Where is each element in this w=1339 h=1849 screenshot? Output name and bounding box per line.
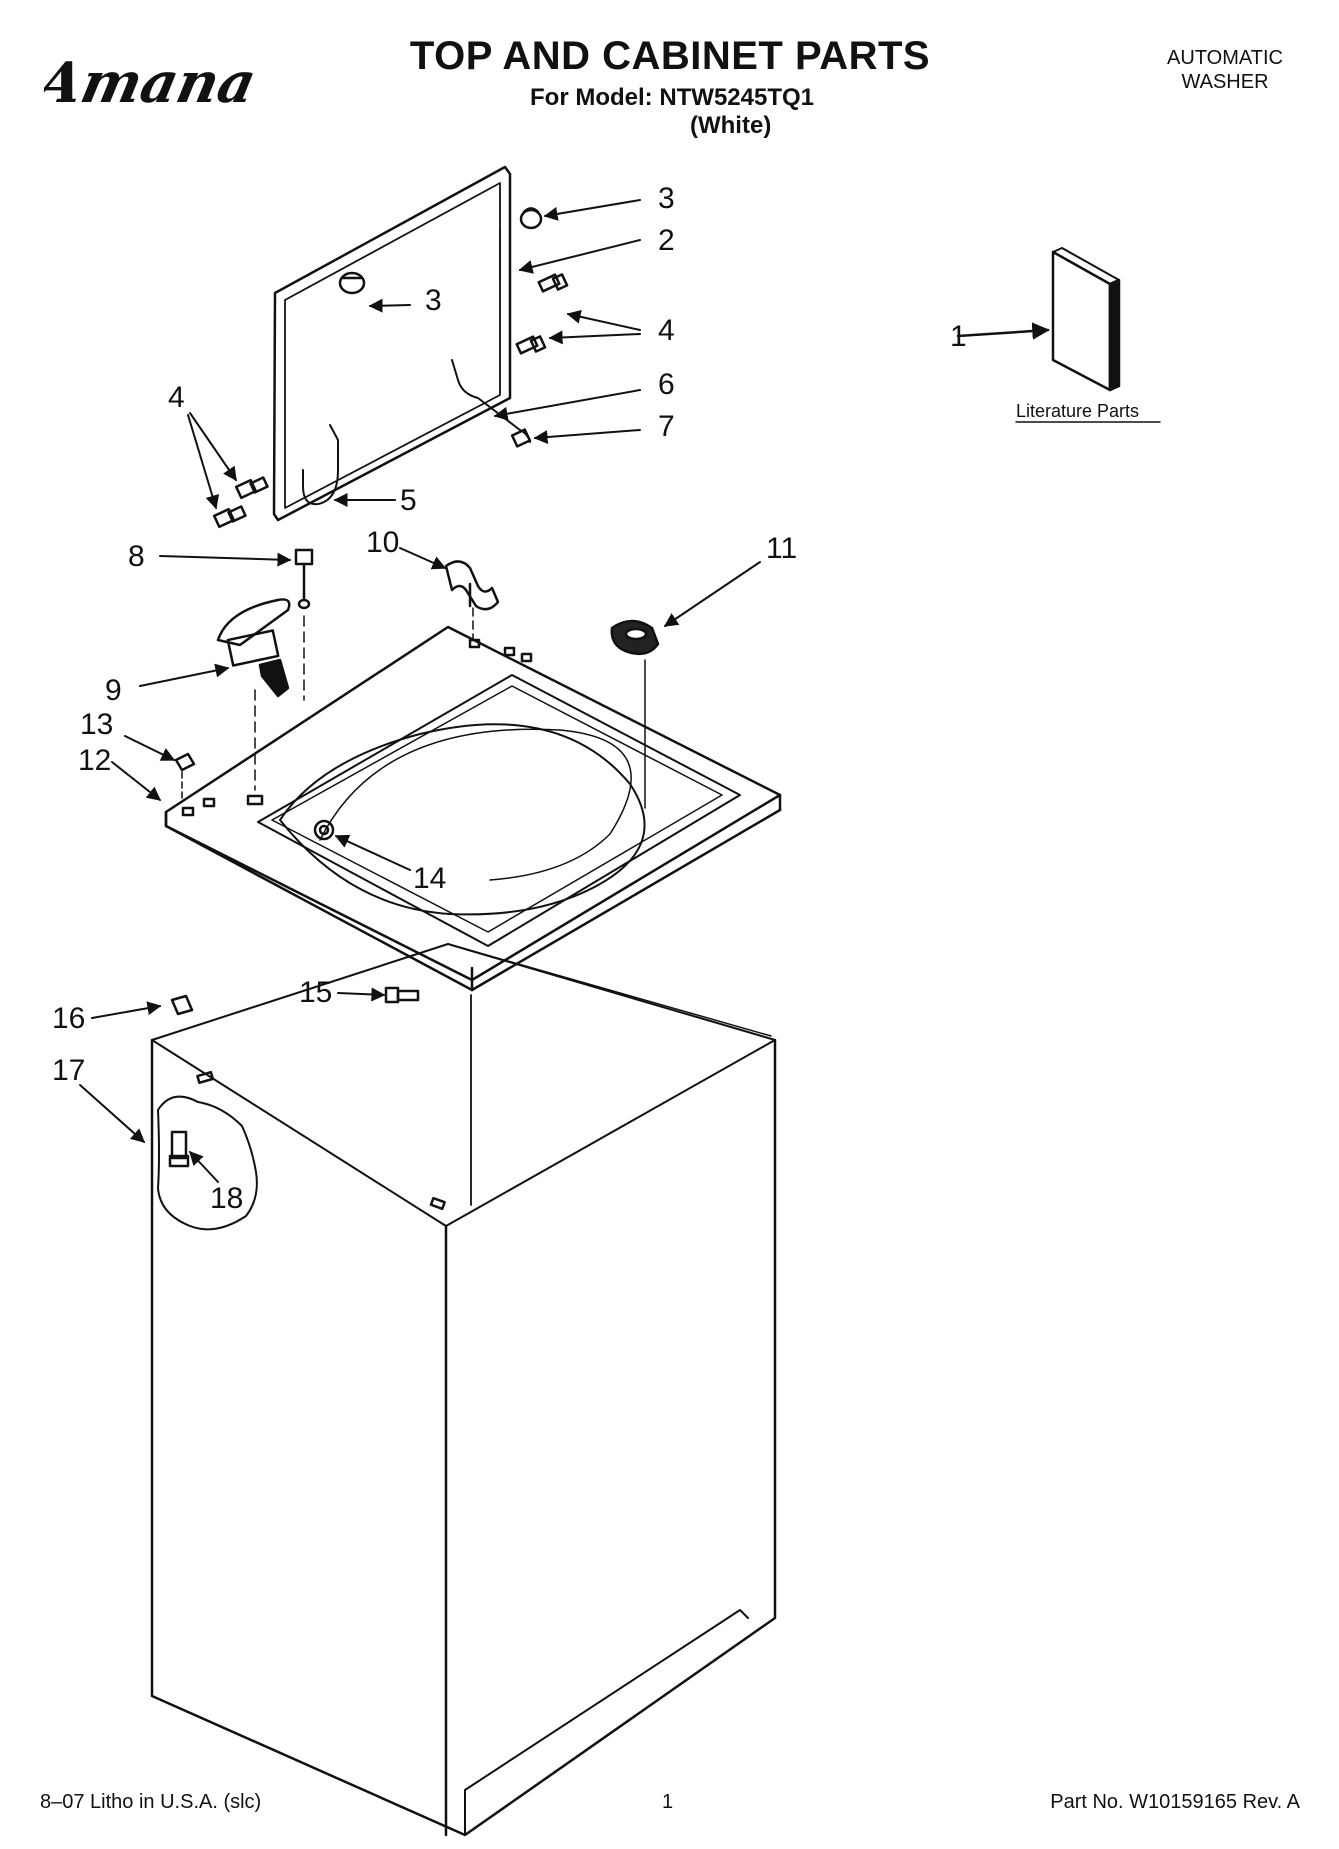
- model-line: For Model: NTW5245TQ1: [530, 84, 815, 111]
- literature-label: Literature Parts: [1016, 401, 1139, 421]
- tub-ring-fastener: [313, 819, 335, 841]
- callout-3-left: 3: [425, 284, 442, 317]
- top-panel: [164, 625, 782, 992]
- hinge-rod-bushing: [510, 428, 532, 448]
- hinge-screw-left-upper: [234, 476, 269, 500]
- callout-4-left: 4: [168, 381, 185, 414]
- callout-4-right: 4: [658, 314, 675, 347]
- hinge-rod-left: [302, 424, 339, 506]
- callout-12: 12: [78, 744, 111, 777]
- page-title: TOP AND CABINET PARTS: [409, 34, 931, 78]
- wire-clip: [444, 560, 500, 611]
- color-line: (White): [690, 112, 772, 139]
- callout-1: 1: [950, 320, 967, 353]
- cabinet-cutaway: [157, 1095, 258, 1231]
- cabinet: [150, 943, 777, 1837]
- callout-5: 5: [400, 484, 417, 517]
- footer-part-number: Part No. W10159165 Rev. A: [1050, 1791, 1300, 1813]
- footer-litho: 8–07 Litho in U.S.A. (slc): [40, 1791, 262, 1813]
- bleach-dispenser-cap: [610, 619, 660, 655]
- footer-page-number: 1: [662, 1791, 674, 1813]
- callout-3-top: 3: [658, 182, 675, 215]
- amana-logo: Amana: [44, 51, 262, 116]
- callout-6: 6: [658, 368, 675, 401]
- callout-11: 11: [766, 532, 797, 565]
- hinge-screw-right-lower: [515, 335, 547, 355]
- callout-15: 15: [299, 976, 332, 1009]
- hinge-rod-right: [451, 359, 531, 443]
- callout-18: 18: [210, 1182, 243, 1215]
- callout-17: 17: [52, 1054, 85, 1087]
- leader-1: [956, 322, 1050, 340]
- lid-frame: [272, 165, 512, 522]
- callout-2: 2: [658, 224, 675, 257]
- hinge-screw-right-upper: [537, 273, 569, 293]
- lid-bumper-top: [519, 207, 543, 230]
- product-type-line-1: AUTOMATIC: [1167, 47, 1283, 69]
- callout-8: 8: [128, 540, 145, 573]
- callout-7: 7: [658, 410, 675, 443]
- lid-switch-screw: [294, 548, 314, 610]
- product-type: AUTOMATIC WASHER: [1140, 46, 1310, 94]
- callout-16: 16: [52, 1002, 85, 1035]
- callout-10: 10: [366, 526, 399, 559]
- leader-lines: [79, 199, 761, 1183]
- product-type-line-2: WASHER: [1181, 71, 1269, 93]
- literature-booklet: [1051, 247, 1121, 392]
- callout-numbers: 1 2 3 3 4 4 5 6 7 8 9 10 11 12 13 14 15 …: [52, 182, 967, 1215]
- svg-text:Amana: Amana: [44, 51, 262, 116]
- lid-switch: [216, 598, 291, 698]
- callout-13: 13: [80, 708, 113, 741]
- callout-9: 9: [105, 674, 122, 707]
- top-panel-screw: [384, 986, 420, 1004]
- cabinet-clip: [170, 994, 194, 1016]
- top-panel-clip: [174, 752, 196, 772]
- hinge-screw-left-lower: [212, 505, 247, 529]
- lid-bumper-left: [338, 271, 366, 295]
- callout-14: 14: [413, 862, 446, 895]
